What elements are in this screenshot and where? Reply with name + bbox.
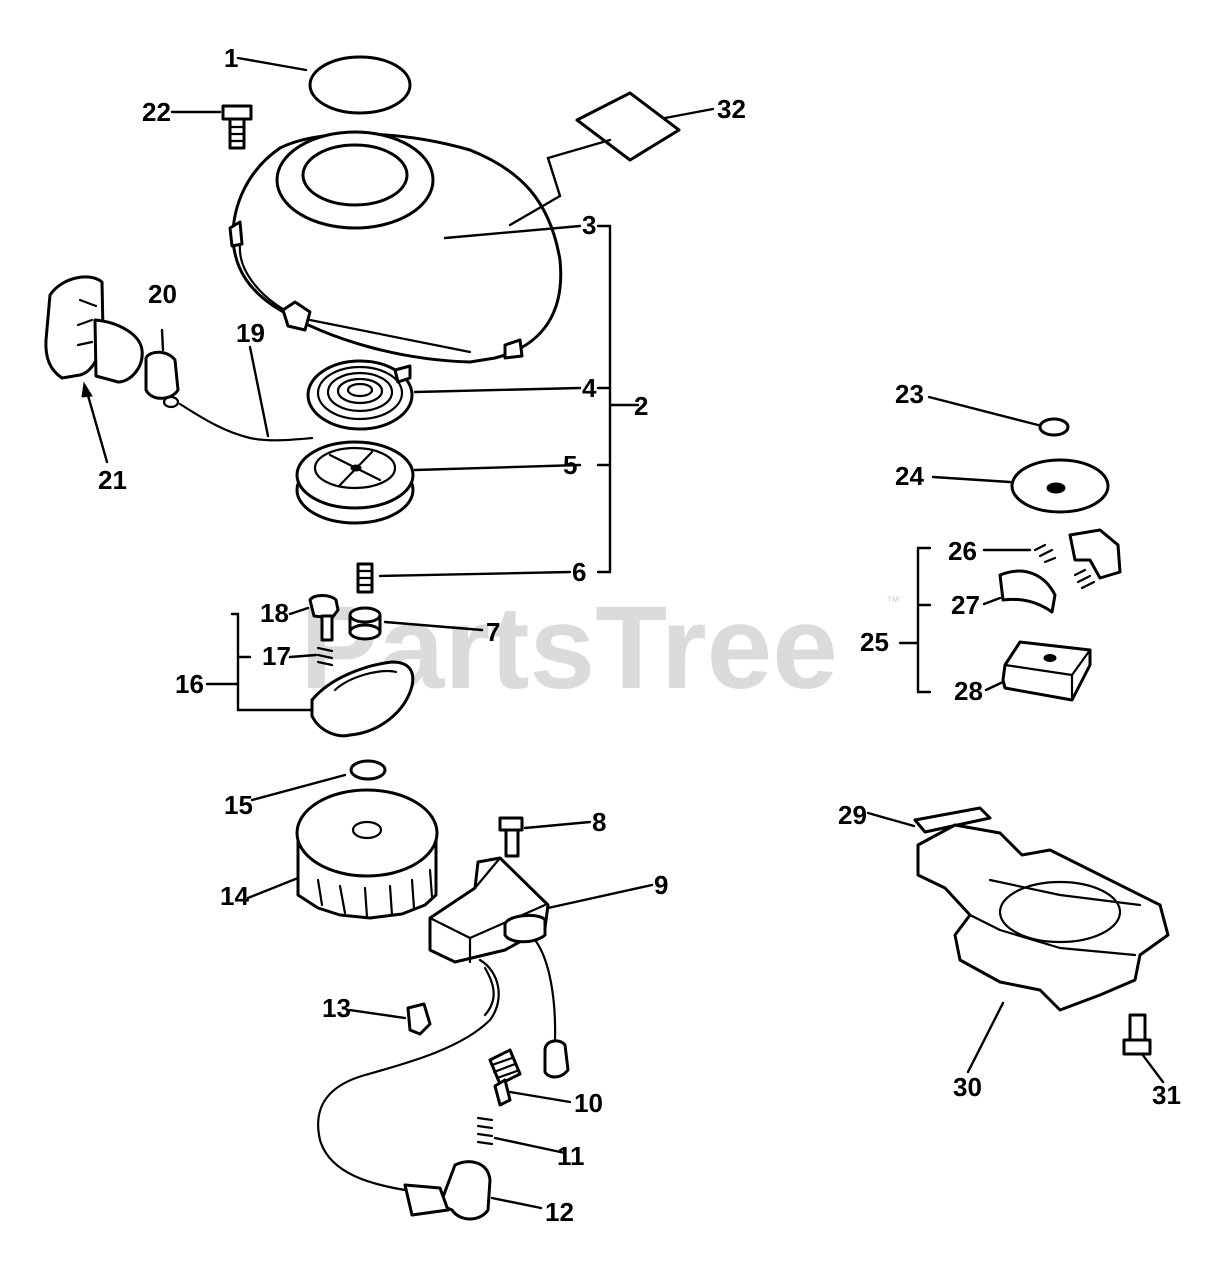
callout-23: 23 (895, 379, 924, 409)
callout-21: 21 (98, 465, 127, 495)
part-19-rope (178, 402, 314, 442)
callout-24: 24 (895, 461, 924, 491)
callout-9: 9 (654, 870, 668, 900)
part-8-screw (498, 816, 524, 858)
callout-5: 5 (563, 450, 577, 480)
callout-8: 8 (592, 807, 606, 837)
watermark-trademark: ™ (886, 593, 900, 609)
callout-3: 3 (582, 210, 596, 240)
callout-22: 22 (142, 97, 171, 127)
part-9-ignition-coil (428, 856, 570, 1079)
callout-27: 27 (951, 590, 980, 620)
callout-31: 31 (1152, 1080, 1181, 1110)
callout-26: 26 (948, 536, 977, 566)
part-12-plug-cap (403, 1160, 492, 1221)
part-7-collar (348, 606, 382, 641)
callout-11: 11 (557, 1141, 585, 1171)
part-5-rope-pulley (295, 440, 415, 525)
part-28-clutch-hub (1001, 640, 1092, 702)
callout-13: 13 (322, 993, 351, 1023)
callout-1: 1 (224, 43, 238, 73)
part-18-pawl (308, 594, 340, 620)
callout-20: 20 (148, 279, 177, 309)
part-10-spark-plug (488, 1048, 522, 1107)
callout-12: 12 (545, 1197, 574, 1227)
callout-7: 7 (486, 617, 500, 647)
part-11-spring (476, 1116, 494, 1146)
callout-32: 32 (717, 94, 746, 124)
callout-17: 17 (262, 641, 291, 671)
callout-4: 4 (582, 373, 597, 403)
callout-numbers: 1 2 3 4 5 6 7 8 9 10 11 12 13 14 15 16 1… (98, 43, 1181, 1227)
callout-16: 16 (175, 669, 204, 699)
callout-15: 15 (224, 790, 253, 820)
part-31-bolt (1122, 1013, 1152, 1056)
part-21-starter-handle (44, 275, 144, 384)
part-32-label (575, 91, 681, 162)
part-27-clutch-shoe (998, 569, 1057, 614)
part-lead-wire (317, 958, 500, 1192)
callout-25: 25 (860, 627, 889, 657)
part-22-bolt (221, 104, 253, 150)
part-30-clutch-housing (916, 823, 1170, 1012)
part-14-flywheel (295, 788, 439, 920)
part-17-spring (316, 646, 334, 667)
callout-18: 18 (260, 598, 289, 628)
part-26-clutch-spring (1033, 543, 1096, 590)
part-20-grommet (144, 350, 180, 409)
callout-6: 6 (572, 557, 586, 587)
callout-30: 30 (953, 1072, 982, 1102)
part-lead-wire-2 (483, 966, 495, 1017)
part-16-pawl-housing (310, 660, 415, 738)
callout-10: 10 (574, 1088, 603, 1118)
callout-28: 28 (954, 676, 983, 706)
part-3-fan-housing (228, 130, 563, 364)
part-4-recoil-spring (306, 359, 414, 431)
part-6-screw (356, 562, 374, 594)
part-24-clutch-plate (1010, 458, 1110, 514)
part-18-pawl-shaft (320, 614, 334, 642)
callout-14: 14 (220, 881, 249, 911)
callout-29: 29 (838, 800, 867, 830)
leader-lines (81, 56, 1165, 1210)
part-15-washer (349, 759, 387, 781)
part-1-cap (308, 55, 412, 115)
part-13-clip (406, 1002, 432, 1036)
callout-19: 19 (236, 318, 265, 348)
part-26-clutch-shoe (1068, 528, 1122, 580)
part-23-washer (1038, 417, 1070, 437)
part-29-gasket (913, 806, 992, 834)
callout-2: 2 (634, 391, 648, 421)
